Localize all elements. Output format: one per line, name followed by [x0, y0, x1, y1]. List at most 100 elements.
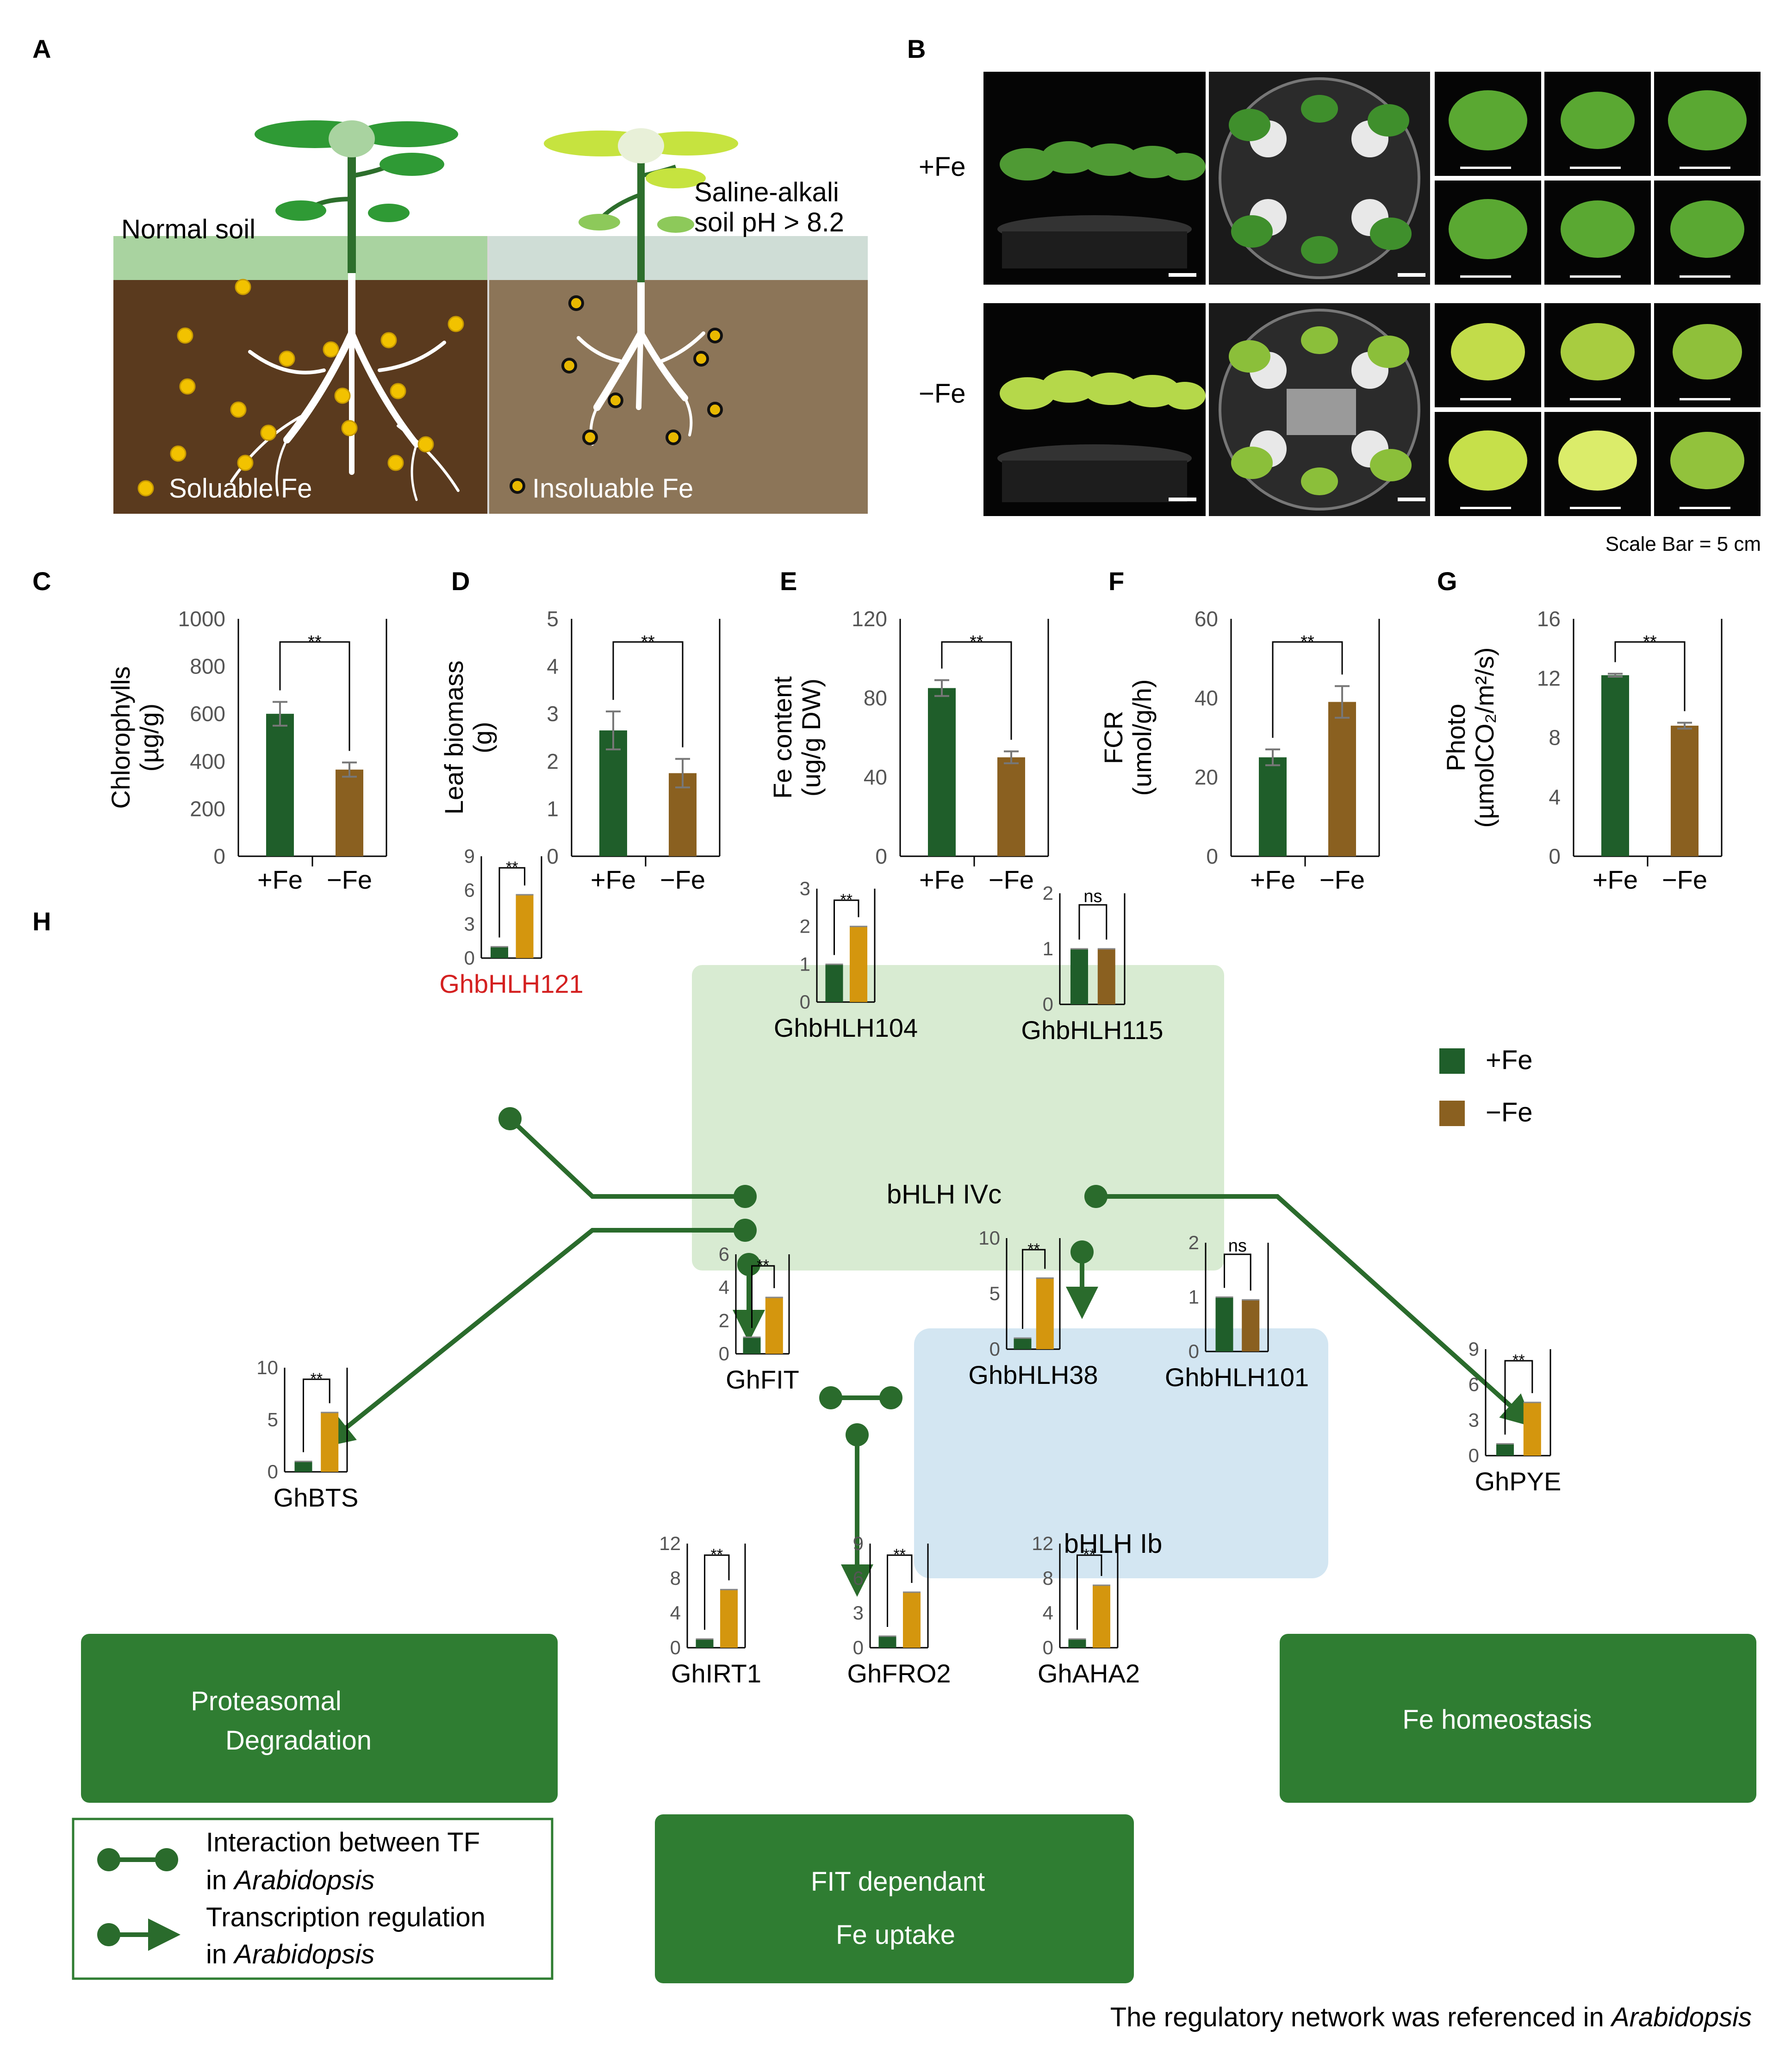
y-tick-label: 12 — [1537, 666, 1561, 690]
legend-minus-fe-swatch — [1439, 1101, 1465, 1126]
proteasomal-line2: Degradation — [225, 1725, 372, 1756]
mini-bar-minus-fe — [850, 926, 867, 1002]
mini-y-tick-label: 12 — [1032, 1532, 1053, 1554]
y-tick-label: 200 — [190, 797, 225, 821]
mini-y-tick-label: 0 — [800, 991, 810, 1013]
gene-label: GhbHLH104 — [774, 1013, 918, 1042]
mini-y-tick-label: 12 — [659, 1532, 681, 1554]
y-tick-label: 4 — [1549, 785, 1561, 809]
panel-label-e: E — [780, 567, 797, 596]
x-tick-label: +Fe — [1593, 865, 1638, 894]
stressed-plant-shoot — [544, 128, 738, 282]
mini-bar-minus-fe — [516, 895, 534, 958]
y-tick-label: 2 — [547, 749, 559, 773]
panel-label-c: C — [32, 567, 51, 596]
y-axis-label: Chlorophylls — [106, 666, 135, 809]
y-axis-label: FCR — [1099, 711, 1128, 764]
mini-significance-label: ** — [1083, 1546, 1095, 1563]
mini-y-tick-label: 0 — [1043, 1637, 1053, 1658]
mini-y-tick-label: 1 — [800, 953, 810, 975]
x-tick-label: −Fe — [1662, 865, 1707, 894]
insoluble-fe-dots — [561, 295, 723, 445]
mini-bar-minus-fe — [1097, 949, 1115, 1004]
mini-y-tick-label: 2 — [1043, 882, 1053, 904]
mini-y-tick-label: 5 — [989, 1283, 1000, 1304]
significance-bracket — [1614, 641, 1686, 711]
gene-label: GhFIT — [726, 1365, 799, 1394]
y-tick-label: 600 — [190, 702, 225, 726]
proteasomal-degradation-box — [81, 1634, 558, 1803]
x-tick-label: +Fe — [591, 865, 636, 894]
mini-bar-plus-fe — [696, 1639, 714, 1648]
mini-significance-bracket — [1076, 1554, 1102, 1630]
mini-significance-label: ** — [311, 1370, 323, 1388]
bhlh-ib-box — [914, 1328, 1328, 1578]
y-tick-label: 400 — [190, 749, 225, 773]
x-tick-label: +Fe — [919, 865, 964, 894]
mini-y-tick-label: 8 — [670, 1567, 681, 1589]
mini-y-tick-label: 0 — [1188, 1340, 1199, 1362]
mini-significance-bracket — [751, 1265, 775, 1328]
bar-minus-fe — [336, 769, 363, 856]
mini-significance-bracket — [1078, 904, 1108, 940]
y-tick-label: 0 — [213, 844, 225, 868]
mini-y-tick-label: 4 — [670, 1602, 681, 1624]
key-interaction-line1: Interaction between TF — [206, 1827, 480, 1857]
significance-label: ** — [641, 632, 655, 652]
panel-b-photos: +Fe −Fe — [919, 72, 1761, 555]
legend-plus-fe-label: +Fe — [1486, 1045, 1533, 1075]
mini-significance-bracket — [1022, 1249, 1046, 1329]
panel-h-legend: +Fe −Fe — [1439, 1045, 1533, 1127]
bhlh-ivc-label: bHLH IVc — [887, 1179, 1002, 1209]
panel-label-f: F — [1108, 567, 1124, 596]
saline-soil-label-1: Saline-alkali — [694, 177, 839, 207]
mini-y-tick-label: 6 — [464, 879, 475, 901]
panel-label-a: A — [32, 34, 51, 63]
fe-homeostasis-label: Fe homeostasis — [1402, 1705, 1592, 1735]
fit-dependant-line1: FIT dependant — [811, 1867, 985, 1897]
mini-bar-plus-fe — [1215, 1297, 1233, 1351]
mini-y-tick-label: 10 — [978, 1227, 1000, 1249]
y-tick-label: 60 — [1195, 607, 1218, 631]
y-tick-label: 1 — [547, 797, 559, 821]
mini-bar-minus-fe — [321, 1412, 339, 1472]
mini-y-tick-label: 1 — [1043, 938, 1053, 959]
mini-significance-label: ns — [1083, 887, 1102, 906]
x-tick-label: −Fe — [327, 865, 372, 894]
saline-soil-label-2: soil pH > 8.2 — [694, 207, 844, 237]
y-axis-label: Leaf biomass — [439, 660, 468, 815]
mini-y-tick-label: 0 — [989, 1338, 1000, 1360]
y-tick-label: 80 — [864, 686, 887, 710]
x-tick-label: −Fe — [1319, 865, 1365, 894]
x-tick-label: +Fe — [1250, 865, 1295, 894]
key-interaction-line2: in Arabidopsis — [206, 1865, 374, 1895]
mini-y-tick-label: 1 — [1188, 1286, 1199, 1308]
mini-y-tick-label: 0 — [853, 1637, 864, 1658]
mini-y-tick-label: 0 — [670, 1637, 681, 1658]
mini-y-tick-label: 2 — [1188, 1232, 1199, 1253]
mini-significance-bracket — [303, 1378, 330, 1452]
mini-y-tick-label: 9 — [464, 845, 475, 867]
interaction-key-symbol — [97, 1848, 178, 1871]
mini-significance-bracket — [1504, 1360, 1533, 1435]
y-tick-label: 3 — [547, 702, 559, 726]
key-transcription-line1: Transcription regulation — [206, 1902, 485, 1932]
mini-bar-plus-fe — [825, 964, 843, 1002]
mini-significance-label: ** — [757, 1257, 769, 1274]
panel-label-g: G — [1437, 567, 1457, 596]
y-tick-label: 20 — [1195, 765, 1218, 789]
bar-plus-fe — [266, 714, 294, 856]
y-tick-label: 4 — [547, 654, 559, 679]
mini-significance-label: ns — [1228, 1236, 1247, 1256]
mini-y-tick-label: 6 — [719, 1243, 729, 1265]
